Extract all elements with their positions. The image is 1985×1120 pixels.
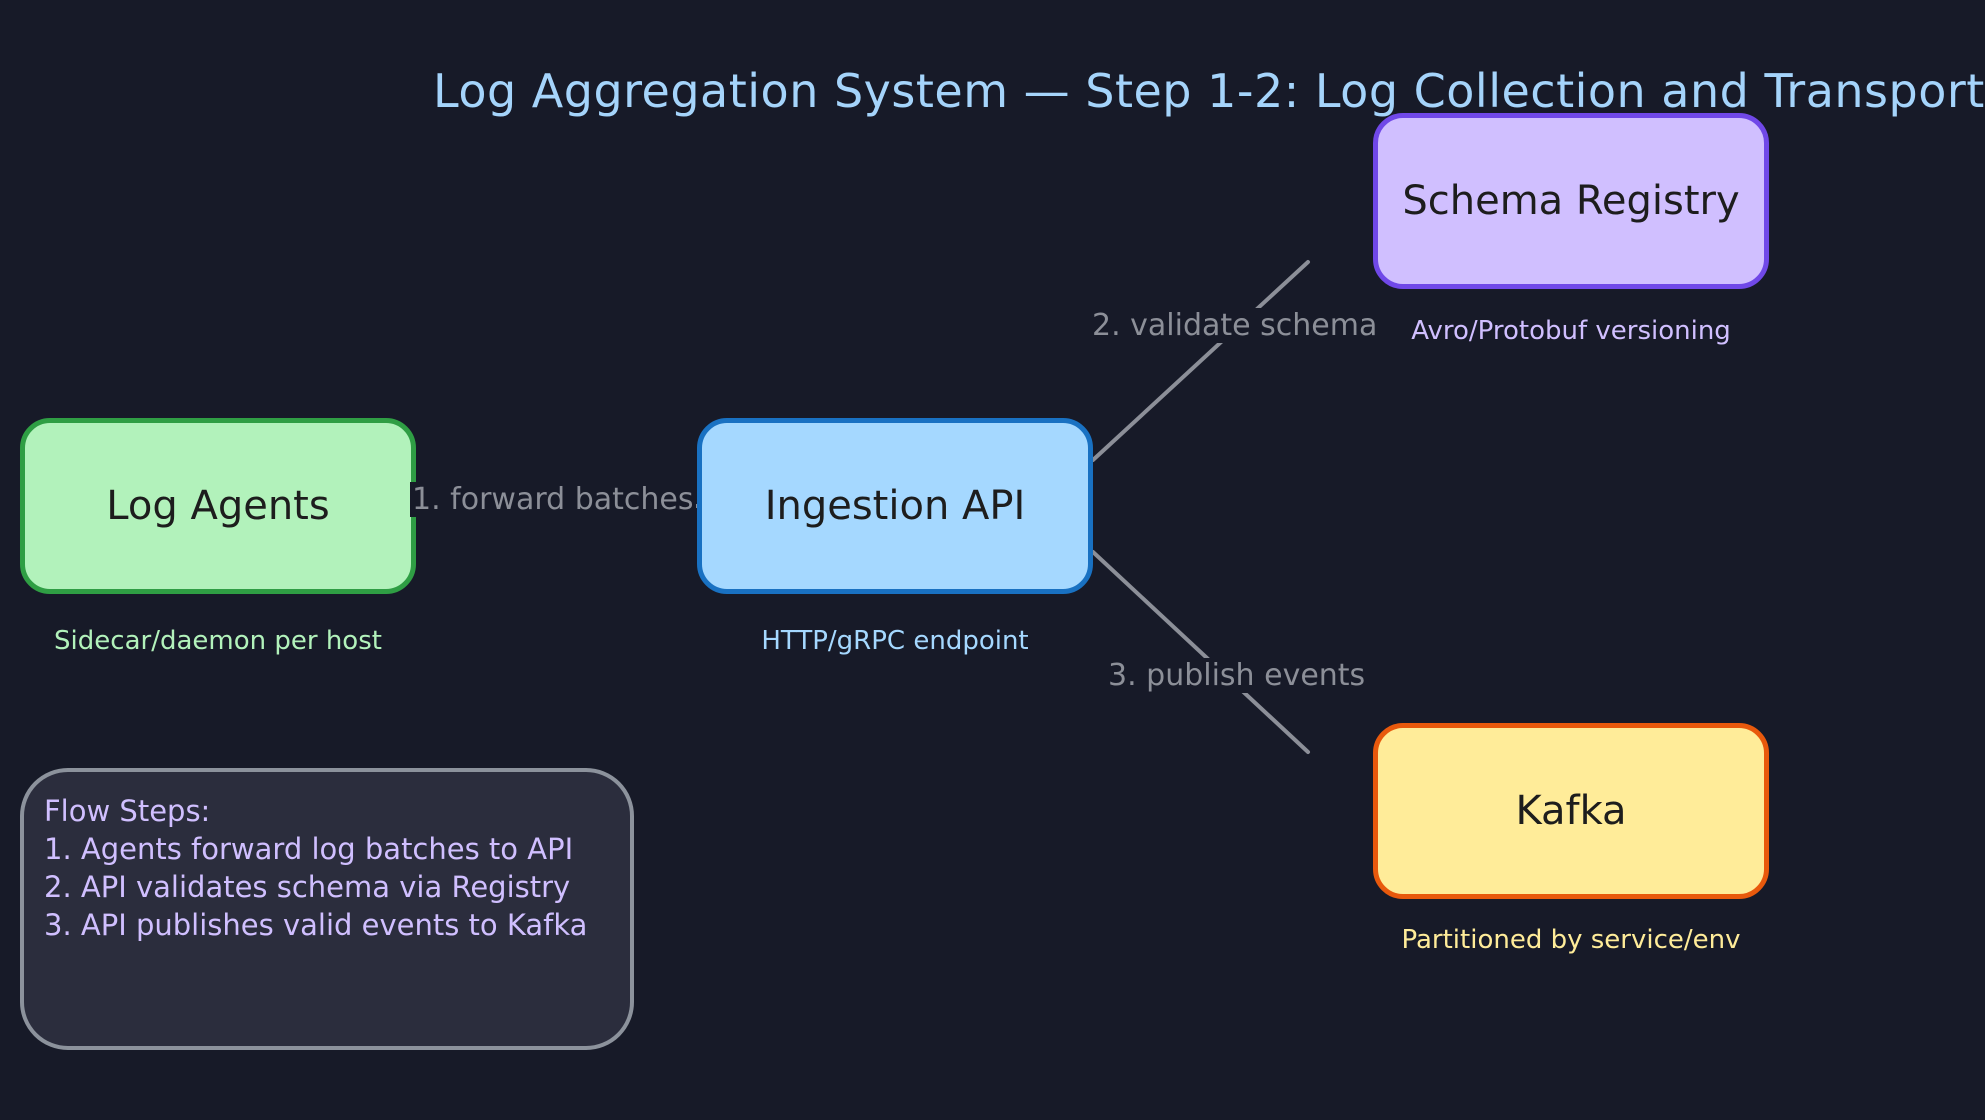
schema-registry-node[interactable]: Schema Registry — [1373, 113, 1769, 289]
flow-step-3: 3. API publishes valid events to Kafka — [44, 908, 588, 942]
flow-step-2: 2. API validates schema via Registry — [44, 870, 571, 904]
flow-step-1: 1. Agents forward log batches to API — [44, 832, 574, 866]
kafka-node[interactable]: Kafka — [1373, 723, 1769, 899]
log-agents-node[interactable]: Log Agents — [20, 418, 416, 594]
edge-label-forward: 1. forward batches — [410, 482, 696, 517]
schema-registry-caption: Avro/Protobuf versioning — [1411, 316, 1731, 346]
edge-label-validate: 2. validate schema — [1090, 308, 1380, 343]
flow-steps-note[interactable]: Flow Steps: 1. Agents forward log batche… — [20, 768, 634, 1050]
diagram-title: Log Aggregation System — Step 1-2: Log C… — [433, 64, 1985, 118]
flow-steps-heading: Flow Steps: — [44, 794, 211, 828]
ingestion-api-caption: HTTP/gRPC endpoint — [761, 626, 1029, 656]
edge-label-publish: 3. publish events — [1106, 658, 1368, 693]
log-agents-label: Log Agents — [106, 483, 330, 529]
edge-api-registry — [1091, 260, 1310, 462]
kafka-caption: Partitioned by service/env — [1401, 925, 1741, 955]
ingestion-api-label: Ingestion API — [764, 483, 1026, 529]
edge-api-kafka — [1091, 550, 1310, 754]
ingestion-api-node[interactable]: Ingestion API — [697, 418, 1093, 594]
log-agents-caption: Sidecar/daemon per host — [54, 626, 382, 656]
schema-registry-label: Schema Registry — [1402, 178, 1740, 224]
kafka-label: Kafka — [1515, 788, 1627, 834]
